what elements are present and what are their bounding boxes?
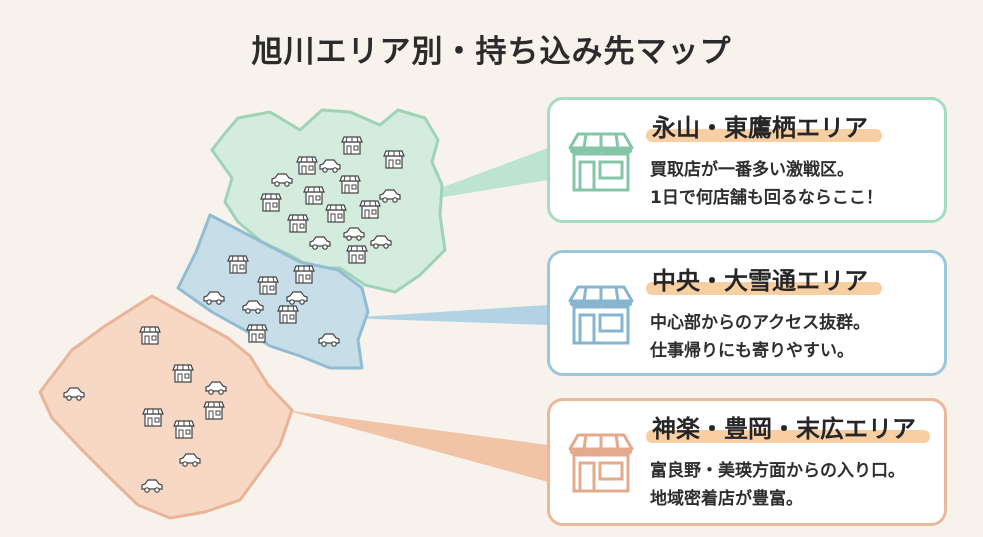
connector-central (345, 305, 548, 325)
area-title: 神楽・豊岡・末広エリア (646, 413, 930, 445)
region-kagura (38, 294, 294, 520)
shop-icon (568, 285, 634, 345)
area-title: 永山・東鷹栖エリア (646, 112, 882, 144)
shop-icon (568, 433, 634, 493)
area-card-kagura: 神楽・豊岡・末広エリア 富良野・美瑛方面からの入り口。 地域密着店が豊富。 (547, 398, 947, 526)
page-title: 旭川エリア別・持ち込み先マップ (251, 34, 732, 70)
area-card-chuo: 中央・大雪通エリア 中心部からのアクセス抜群。 仕事帰りにも寄りやすい。 (547, 250, 947, 376)
connector-south (285, 410, 548, 482)
area-card-nagayama: 永山・東鷹栖エリア 買取店が一番多い激戦区。 1日で何店舗も回るならここ！ (547, 97, 947, 223)
area-title: 中央・大雪通エリア (646, 265, 882, 297)
area-description: 中心部からのアクセス抜群。 仕事帰りにも寄りやすい。 (650, 313, 871, 361)
shop-icon (568, 132, 634, 192)
area-description: 買取店が一番多い激戦区。 1日で何店舗も回るならここ！ (650, 160, 883, 208)
area-description: 富良野・美瑛方面からの入り口。 地域密着店が豊富。 (650, 461, 905, 509)
